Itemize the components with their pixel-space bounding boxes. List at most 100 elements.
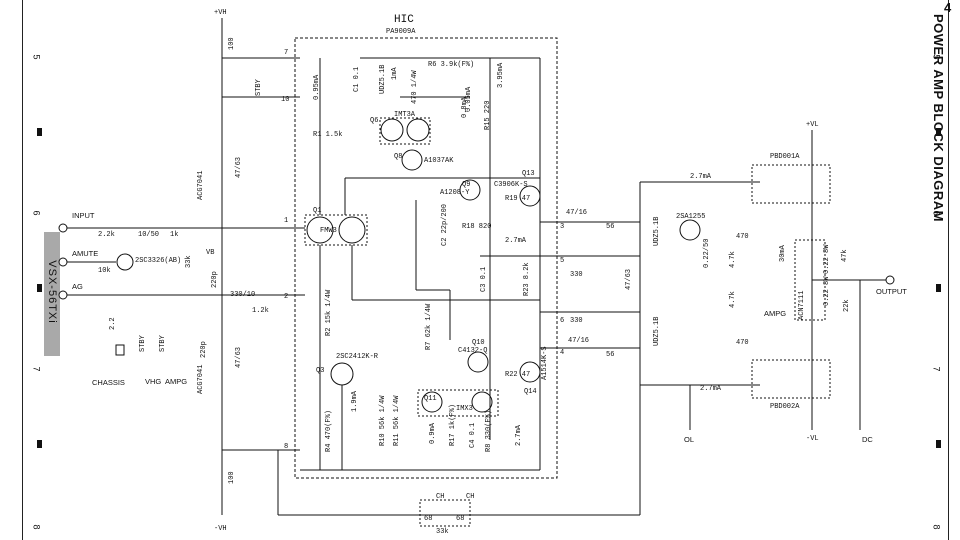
svg-text:Q1: Q1 xyxy=(313,207,321,215)
page-right-edge xyxy=(948,0,949,540)
port-input: INPUT xyxy=(72,211,95,220)
svg-text:R8 330(F%): R8 330(F%) xyxy=(485,410,493,452)
svg-text:Q14: Q14 xyxy=(524,388,537,396)
transistor-q6 xyxy=(380,118,404,142)
transistor-q10 xyxy=(467,351,489,373)
svg-text:ACG7041: ACG7041 xyxy=(197,171,205,200)
svg-text:A1037AK: A1037AK xyxy=(424,157,454,165)
svg-text:C2 22p/200: C2 22p/200 xyxy=(441,204,449,246)
svg-text:UDZ5.1B: UDZ5.1B xyxy=(653,217,661,246)
svg-text:Q8: Q8 xyxy=(394,153,402,161)
svg-text:5: 5 xyxy=(560,257,564,265)
transistor-2sa1255 xyxy=(679,219,701,241)
svg-text:47/63: 47/63 xyxy=(235,347,243,368)
svg-text:CH: CH xyxy=(466,493,474,501)
rail-pos: +VH xyxy=(214,9,227,17)
hic-part: PA9009A xyxy=(386,28,416,36)
svg-text:6: 6 xyxy=(560,317,564,325)
port-ol: OL xyxy=(684,435,694,444)
svg-text:47k: 47k xyxy=(841,249,849,262)
hic-pin: 7 xyxy=(284,49,288,57)
ag-port xyxy=(58,290,68,300)
svg-text:Q9: Q9 xyxy=(462,181,470,189)
rail-vl-pos: +VL xyxy=(806,121,819,129)
svg-text:1.9mA: 1.9mA xyxy=(351,390,359,412)
svg-text:Q13: Q13 xyxy=(522,170,535,178)
svg-text:0.95mA: 0.95mA xyxy=(313,74,321,100)
svg-text:3.95mA: 3.95mA xyxy=(497,62,505,88)
port-chassis: CHASSIS xyxy=(92,378,125,387)
svg-text:2SA1255: 2SA1255 xyxy=(676,213,705,221)
svg-text:R17 1k(F%): R17 1k(F%) xyxy=(449,404,457,446)
svg-text:220p: 220p xyxy=(200,341,208,358)
svg-text:470 1/4W: 470 1/4W xyxy=(411,70,419,104)
svg-text:0.8mA: 0.8mA xyxy=(461,96,469,118)
svg-text:22k: 22k xyxy=(843,299,851,312)
svg-text:2.7mA: 2.7mA xyxy=(515,424,523,446)
svg-text:Q10: Q10 xyxy=(472,339,485,347)
svg-text:4.7k: 4.7k xyxy=(729,291,737,308)
svg-text:R4 470(F%): R4 470(F%) xyxy=(325,410,333,452)
svg-text:47/63: 47/63 xyxy=(235,157,243,178)
svg-text:A1208-Y: A1208-Y xyxy=(440,189,470,197)
svg-text:C3 0.1: C3 0.1 xyxy=(480,267,488,292)
svg-text:R11 56k 1/4W: R11 56k 1/4W xyxy=(393,395,401,446)
rail-vl-neg: -VL xyxy=(806,435,819,443)
svg-text:0.22 8W: 0.22 8W xyxy=(823,244,831,274)
svg-text:R22 47: R22 47 xyxy=(505,371,530,379)
svg-text:56: 56 xyxy=(606,223,614,231)
amute-transistor xyxy=(116,253,134,271)
port-ampg: AMPG xyxy=(165,377,187,386)
zone-marker-right xyxy=(936,128,941,136)
svg-text:3: 3 xyxy=(560,223,564,231)
svg-text:A1514K-S: A1514K-S xyxy=(541,346,549,380)
svg-text:0.22/50: 0.22/50 xyxy=(703,239,711,268)
svg-text:STBY: STBY xyxy=(159,334,167,352)
svg-text:CH: CH xyxy=(436,493,444,501)
svg-text:2SC2412K-R: 2SC2412K-R xyxy=(336,353,379,361)
svg-text:220p: 220p xyxy=(211,271,219,288)
svg-text:100: 100 xyxy=(228,471,236,484)
port-output: OUTPUT xyxy=(876,287,907,296)
svg-text:PBD002A: PBD002A xyxy=(770,403,800,411)
output-port xyxy=(885,275,895,285)
svg-text:R18 820: R18 820 xyxy=(462,223,491,231)
svg-text:C1 0.1: C1 0.1 xyxy=(353,67,361,92)
svg-text:470: 470 xyxy=(736,233,749,241)
svg-text:10k: 10k xyxy=(98,267,111,275)
svg-text:330/10: 330/10 xyxy=(230,291,255,299)
acn7111-module xyxy=(794,239,826,321)
svg-text:68: 68 xyxy=(456,515,464,523)
svg-text:R19 47: R19 47 xyxy=(505,195,530,203)
svg-text:56: 56 xyxy=(606,351,614,359)
svg-text:FMW3: FMW3 xyxy=(320,227,337,235)
model-tab: VSX-56TXi xyxy=(44,232,60,356)
hic-label: HIC xyxy=(394,14,414,26)
svg-text:470: 470 xyxy=(736,339,749,347)
zone-marker-right xyxy=(936,440,941,448)
transistor-q8 xyxy=(401,149,423,171)
hic-pin: 8 xyxy=(284,443,288,451)
svg-text:68: 68 xyxy=(424,515,432,523)
svg-text:10/50: 10/50 xyxy=(138,231,159,239)
zone-marker-right xyxy=(936,284,941,292)
svg-text:R1 1.5k: R1 1.5k xyxy=(313,131,342,139)
transistor-q1 xyxy=(306,216,334,244)
port-ag: AG xyxy=(72,282,83,291)
svg-text:30mA: 30mA xyxy=(779,244,787,262)
svg-text:C3906K-S: C3906K-S xyxy=(494,181,528,189)
part-label: 2SC3326(AB) xyxy=(135,257,181,265)
svg-text:PBD001A: PBD001A xyxy=(770,153,800,161)
section-number: 4 xyxy=(944,0,952,15)
svg-text:2.2: 2.2 xyxy=(109,317,117,330)
zone-marker xyxy=(37,128,42,136)
page-left-edge xyxy=(22,0,23,540)
svg-text:R7 62k 1/4W: R7 62k 1/4W xyxy=(425,303,433,350)
svg-text:47/16: 47/16 xyxy=(568,337,589,345)
svg-text:330: 330 xyxy=(570,271,583,279)
svg-text:IMT3A: IMT3A xyxy=(394,111,416,119)
svg-text:VB: VB xyxy=(206,249,214,257)
svg-text:33k: 33k xyxy=(185,255,193,268)
svg-text:R2 15k 1/4W: R2 15k 1/4W xyxy=(325,289,333,336)
